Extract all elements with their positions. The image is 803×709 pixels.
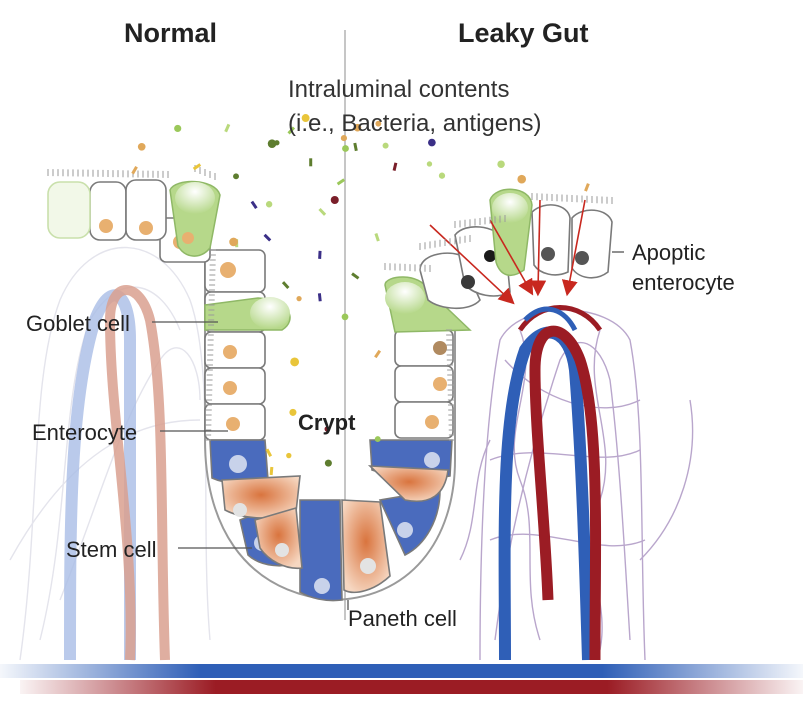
bottom-vein [0,664,803,678]
leader-lines [152,251,624,610]
bacterium-dot [296,295,302,302]
bacterium-dot [233,173,239,180]
bottom-artery [20,680,803,694]
antigen-rod [318,207,327,216]
bacterium-dot [428,138,436,147]
antigen-rod [584,183,590,192]
antigen-rod [131,165,138,175]
paneth-nuclei [233,503,376,574]
bacterium-dot [265,201,273,208]
antigen-rod [287,126,296,135]
antigen-rod [374,349,382,359]
surface-nuclei-left [99,219,153,235]
antigen-rod [263,233,272,242]
bacterium-dot [290,357,300,367]
bacterium-dot [342,145,349,152]
bacterium-dot [341,313,349,321]
leaky-nuclei [461,247,589,289]
goblet-cell-right [384,276,472,333]
antigen-rod [317,293,322,302]
bacterium-dot [229,237,238,247]
antigen-rod [250,200,258,210]
bacterium-dot [137,142,146,151]
bacterium-dot [324,459,332,467]
label-paneth-cell: Paneth cell [348,606,457,631]
bacterium-dot [267,139,277,148]
antigen-rod [336,178,346,186]
bacterium-dot [340,134,348,142]
label-apoptic-enterocyte: enterocyte [632,270,735,295]
antigen-rod [392,162,398,171]
label-crypt: Crypt [298,410,356,435]
bacterium-dot [324,426,331,432]
bacterium-dot [497,160,505,168]
goblet-cell-leaky [489,188,533,277]
antigen-rod [374,233,380,242]
bacterium-dot [426,161,433,167]
stem-nuclei [229,452,440,594]
bacterium-dot [517,174,527,184]
label-enterocyte: Enterocyte [32,420,138,445]
bacterium-dot [375,120,382,127]
bacterium-dot [374,436,381,443]
microvilli [47,165,613,441]
right-vessels [498,305,603,661]
antigen-rod [265,448,273,457]
label-apoptic: Apoptic [632,240,706,265]
bacterium-dot [274,140,280,146]
surface-enterocytes-left [47,179,167,241]
antigen-rod [281,281,290,290]
right-enterocyte-nuclei [425,341,447,429]
bacterium-dot [330,195,339,204]
header-normal: Normal [124,18,218,48]
lumen-label-line2: (i.e., Bacteria, antigens) [288,110,542,137]
bacterium-dot [438,172,446,179]
antigen-rod [351,272,360,280]
antigen-rod [309,158,313,167]
label-stem-cell: Stem cell [66,537,157,562]
bacterium-dot [174,124,182,133]
goblet-cell-middle [204,297,291,331]
luminal-particles [131,114,590,476]
antigen-rod [353,142,358,152]
left-vessels [64,285,170,661]
bacterium-dot [286,452,292,459]
leak-arrows [429,199,586,305]
label-goblet-cell: Goblet cell [26,311,130,336]
antigen-rod [192,163,202,171]
bacterium-dot [382,142,389,149]
bacterium-dot [289,408,297,416]
right-enterocytes [394,329,454,439]
paneth-cells [221,465,449,594]
antigen-rod [269,466,274,476]
lumen-label-line1: Intraluminal contents [288,76,510,103]
antigen-rod [224,123,231,133]
goblet-cell-top [169,180,221,257]
bacterium-dot [301,114,310,123]
antigen-rod [318,250,322,259]
bacterium-dot [353,123,362,132]
header-leaky-gut: Leaky Gut [458,18,589,48]
